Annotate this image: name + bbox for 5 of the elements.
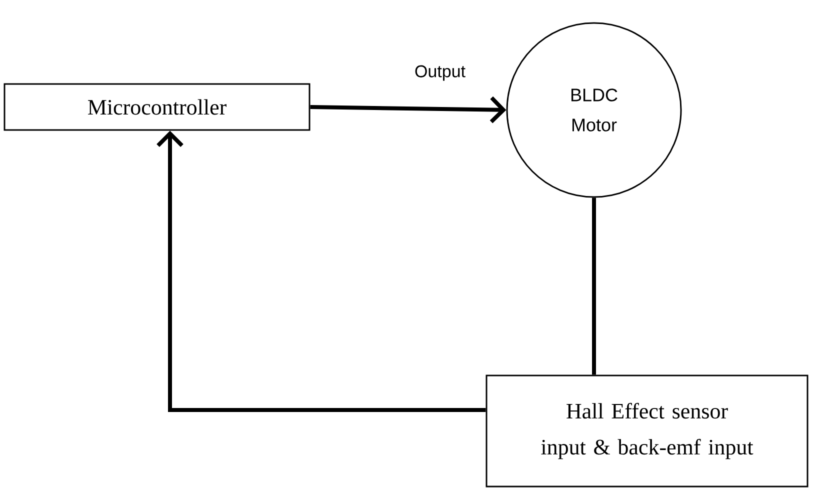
process-box: Microcontroller: [4, 83, 310, 131]
arrow: [156, 130, 486, 412]
process-box: Hall Effect sensor input & back-emf input: [486, 374, 808, 488]
arrow: [310, 96, 506, 124]
edge-label: Output: [414, 64, 467, 82]
